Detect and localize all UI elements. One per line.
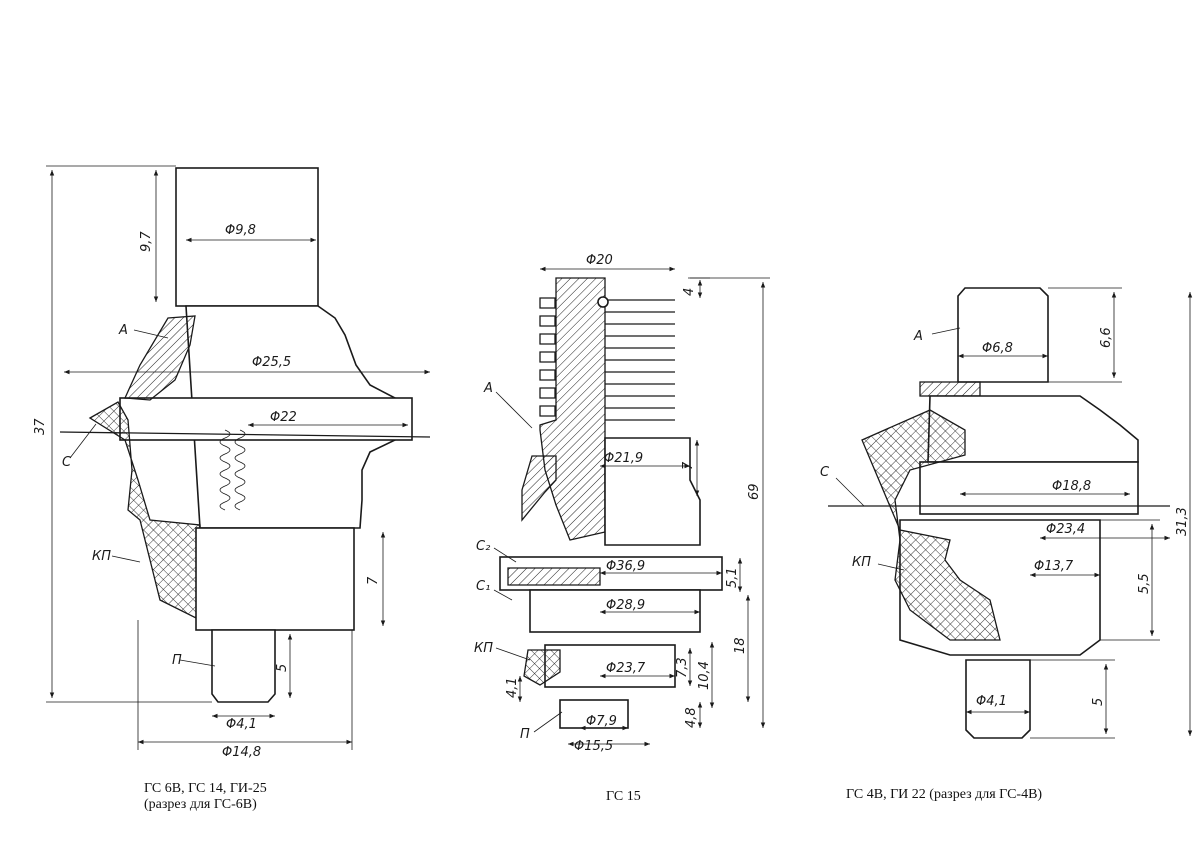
left-inner-spiral	[219, 429, 246, 511]
middle-cathode-ring	[507, 567, 601, 586]
middle-dim-diameter-15-5: Φ15,5	[574, 739, 613, 754]
right-ceramic-body	[861, 409, 1001, 641]
right-caption: ГС 4В, ГИ 22 (разрез для ГС-4В)	[846, 787, 1042, 802]
middle-dim-height-4-8: 4,8	[684, 707, 699, 728]
middle-dim-diameter-21-9: Φ21,9	[604, 451, 643, 466]
right-label-grid: С	[820, 465, 830, 480]
right-dim-diameter-6-8: Φ6,8	[982, 341, 1013, 356]
left-top-cylinder	[175, 167, 319, 307]
middle-dim-height-4: 4	[682, 288, 697, 296]
right-dim-height-5: 5	[1091, 698, 1106, 706]
left-label-cathode-heater: КП	[92, 549, 111, 564]
middle-dim-diameter-28-9: Φ28,9	[606, 598, 645, 613]
left-dim-top-height: 9,7	[139, 231, 154, 252]
left-label-anode: А	[118, 323, 128, 338]
middle-dim-height-69: 69	[747, 483, 762, 500]
right-dim-height-6-6: 6,6	[1099, 327, 1114, 348]
left-dim-top-diameter: Φ9,8	[225, 223, 256, 238]
middle-dim-diameter-20: Φ20	[586, 253, 613, 268]
left-pin	[211, 629, 276, 703]
middle-grid-ring-lower	[523, 649, 561, 686]
left-dim-diameter-4-1: Φ4,1	[226, 717, 257, 732]
right-dim-height-5-5: 5,5	[1137, 573, 1152, 594]
middle-dim-diameter-23-7: Φ23,7	[606, 661, 646, 676]
figure-left: 9,7 Φ9,8 Φ25,5 Φ22 37 7 5 Φ4,1 Φ14,8 А С…	[33, 165, 431, 812]
middle-label-grid-2: C₂	[476, 539, 490, 554]
middle-dim-height-18: 18	[733, 637, 748, 654]
right-dim-diameter-4-1: Φ4,1	[976, 694, 1007, 709]
left-caption-line1: ГС 6В, ГС 14, ГИ-25	[144, 781, 267, 796]
right-main-body	[919, 461, 1139, 515]
left-bottom-body	[195, 527, 355, 631]
left-caption-line2: (разрез для ГС-6В)	[144, 797, 257, 812]
left-dim-diameter-14-8: Φ14,8	[222, 745, 261, 760]
middle-label-cathode-heater: КП	[474, 641, 493, 656]
middle-dim-height-5-1: 5,1	[725, 567, 740, 588]
middle-label-heater: П	[520, 727, 530, 742]
middle-caption: ГС 15	[606, 789, 641, 804]
right-dim-diameter-13-7: Φ13,7	[1034, 559, 1074, 574]
middle-radiator-core	[539, 277, 606, 541]
middle-label-grid-1: C₁	[476, 579, 490, 594]
middle-dim-height-7-3: 7,3	[675, 657, 690, 678]
figure-right: Φ6,8 6,6 Φ18,8 Φ23,4 31,3 Φ13,7 5,5 Φ4,1…	[820, 287, 1193, 802]
figure-middle: Φ20 4 69 Φ21,9 7 Φ36,9 5,1 Φ28,9 18 Φ23,…	[474, 253, 770, 804]
right-label-anode: А	[913, 329, 923, 344]
middle-bottom-disc	[559, 699, 629, 729]
right-top-cap	[957, 287, 1049, 383]
left-dim-total-height: 37	[33, 418, 48, 435]
left-label-heater: П	[172, 653, 182, 668]
middle-dim-height-7: 7	[681, 461, 696, 470]
right-anode-ring	[919, 381, 981, 397]
left-dim-diameter-25-5: Φ25,5	[252, 355, 291, 370]
middle-dim-diameter-7-9: Φ7,9	[586, 714, 617, 729]
right-dim-diameter-23-4: Φ23,4	[1046, 522, 1085, 537]
middle-section-23-7	[544, 644, 676, 688]
left-label-grid: С	[62, 455, 72, 470]
right-dim-height-31-3: 31,3	[1175, 507, 1190, 536]
left-dim-height-7: 7	[366, 576, 381, 585]
middle-dim-diameter-36-9: Φ36,9	[606, 559, 645, 574]
right-label-cathode-heater: КП	[852, 555, 871, 570]
right-dim-diameter-18-8: Φ18,8	[1052, 479, 1091, 494]
middle-cooling-fins	[539, 296, 675, 421]
middle-grid-ring-upper	[521, 455, 557, 522]
middle-label-anode: А	[483, 381, 493, 396]
middle-dim-height-4-1: 4,1	[505, 677, 520, 698]
middle-dim-height-10-4: 10,4	[697, 661, 712, 690]
left-dim-diameter-22: Φ22	[270, 410, 297, 425]
left-dim-height-5: 5	[275, 664, 290, 672]
left-anode-section	[124, 315, 196, 401]
